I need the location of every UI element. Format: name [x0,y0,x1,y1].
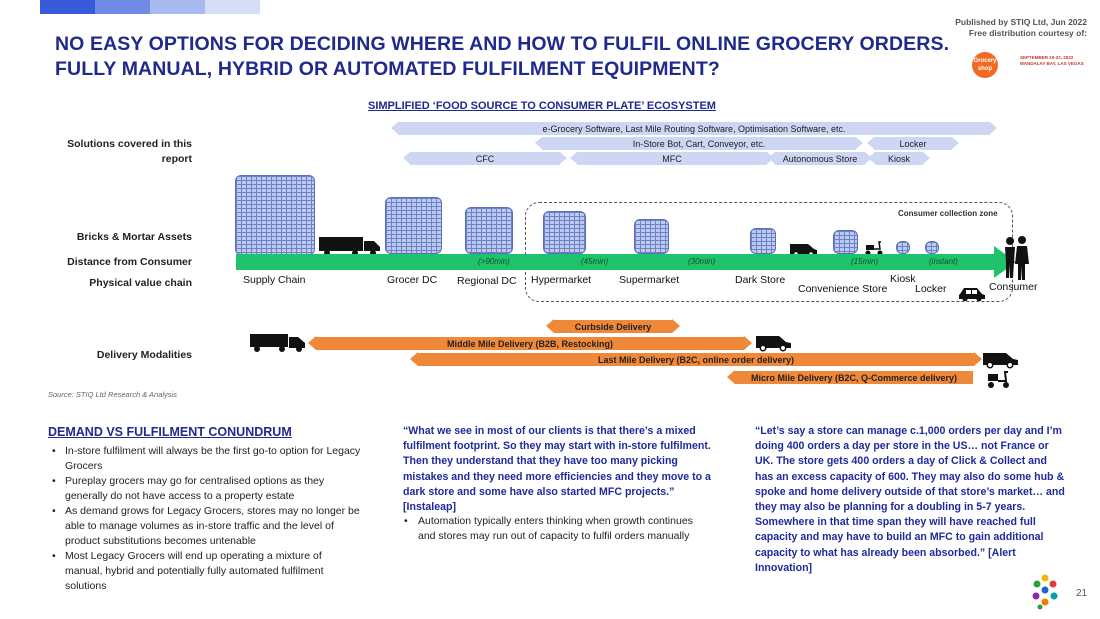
row-label-value-chain: Physical value chain [89,277,192,289]
delivery-van-icon-middle [756,336,791,352]
chain-label-supply: Supply Chain [243,274,306,286]
logo-event-text: SEPTEMBER 19-22, 2022 MANDALAY BAY, LAS … [1020,55,1084,67]
row-label-distance: Distance from Consumer [67,256,192,268]
pill-cfc: CFC [403,152,567,165]
title-line-1: NO EASY OPTIONS FOR DECIDING WHERE AND H… [55,33,950,55]
building-hypermarket-icon [543,211,586,254]
chain-label-dark-store: Dark Store [735,274,786,286]
pill-mfc: MFC [570,152,774,165]
title-line-2: FULLY MANUAL, HYBRID OR AUTOMATED FULFIL… [55,58,720,80]
time-label-4: (15min) [851,257,879,266]
logo-event-line-2: MANDALAY BAY, LAS VEGAS [1020,61,1084,66]
pill-software: e-Grocery Software, Last Mile Routing So… [391,122,997,135]
pill-locker: Locker [867,137,959,150]
delivery-last-mile: Last Mile Delivery (B2C, online order de… [410,352,982,366]
automation-bullet: Automation typically enters thinking whe… [404,514,704,544]
diagram-subtitle: SIMPLIFIED ‘FOOD SOURCE TO CONSUMER PLAT… [368,100,716,112]
building-supermarket-icon [634,219,669,254]
logo-word-2: shop [977,66,993,72]
row-label-assets: Bricks & Mortar Assets [76,231,192,243]
delivery-micro-mile: Micro Mile Delivery (B2C, Q-Commerce del… [727,370,973,384]
top-bar-4 [205,0,260,14]
building-supply-chain-icon [235,175,315,255]
building-kiosk-icon [896,241,910,254]
publisher-note: Published by STIQ Ltd, Jun 2022 Free dis… [955,17,1087,39]
delivery-middle-mile: Middle Mile Delivery (B2B, Restocking) [308,336,752,350]
time-label-1: (>90min) [478,257,510,266]
stiq-logo-icon [1032,574,1058,610]
distance-bar [236,254,996,270]
top-bar-2 [95,0,150,14]
consumer-people-icon [1005,236,1029,280]
top-bar-3 [150,0,205,14]
building-locker-icon [925,241,939,254]
building-regional-dc-icon [465,207,513,254]
time-label-2: (45min) [581,257,609,266]
logo-word-1: Grocery [973,58,997,64]
chain-label-hypermarket: Hypermarket [531,274,592,286]
building-dark-store-icon [750,228,776,254]
pill-instore: In-Store Bot, Cart, Conveyor, etc. [535,137,863,150]
row-label-solutions-line-1: Solutions covered in this [67,138,192,150]
pill-autonomous-store: Autonomous Store [768,152,872,165]
zone-label: Consumer collection zone [898,209,998,218]
chain-label-grocer-dc: Grocer DC [387,274,438,286]
pill-kiosk: Kiosk [868,152,930,165]
quote-alert-innovation: “Let’s say a store can manage c.1,000 or… [755,425,1065,574]
list-item: Pureplay grocers may go for centralised … [52,474,362,504]
conundrum-list: In-store fulfilment will always be the f… [52,444,362,594]
chain-label-consumer: Consumer [989,281,1038,293]
delivery-van-icon-last [983,353,1018,369]
building-convenience-store-icon [833,230,858,254]
top-color-bars [40,0,260,14]
chain-label-locker: Locker [915,283,947,295]
conundrum-title: DEMAND VS FULFILMENT CONUNDRUM [48,425,292,439]
page-number: 21 [1076,588,1088,599]
list-item: Most Legacy Grocers will end up operatin… [52,549,362,594]
quote-instaleap: “What we see in most of our clients is t… [403,425,711,514]
time-label-3: (30min) [688,257,716,266]
row-label-solutions: Solutions covered in this report [42,137,192,167]
logo-event-line-1: SEPTEMBER 19-22, 2022 [1020,55,1074,60]
row-label-delivery: Delivery Modalities [96,349,192,361]
row-label-solutions-line-2: report [161,153,192,165]
truck-icon [319,237,380,256]
publisher-line-2: Free distribution courtesy of: [968,28,1087,38]
groceryshop-logo: Grocery shop [972,52,998,78]
building-grocer-dc-icon [385,197,442,254]
delivery-curbside: Curbside Delivery [546,319,680,333]
delivery-scooter-icon [988,371,1009,388]
list-item: As demand grows for Legacy Grocers, stor… [52,504,362,549]
top-bar-1 [40,0,95,14]
chain-label-supermarket: Supermarket [619,274,680,286]
chain-label-regional-dc: Regional DC [457,275,517,287]
time-label-5: (instant) [929,257,958,266]
chain-label-kiosk: Kiosk [890,273,916,285]
publisher-line-1: Published by STIQ Ltd, Jun 2022 [955,17,1087,27]
list-item: In-store fulfilment will always be the f… [52,444,362,474]
delivery-truck-icon [250,334,305,352]
source-note: Source: STIQ Ltd Research & Analysis [48,390,177,399]
car-icon [959,288,985,301]
slide-title: NO EASY OPTIONS FOR DECIDING WHERE AND H… [55,32,950,82]
chain-label-convenience: Convenience Store [798,283,888,295]
